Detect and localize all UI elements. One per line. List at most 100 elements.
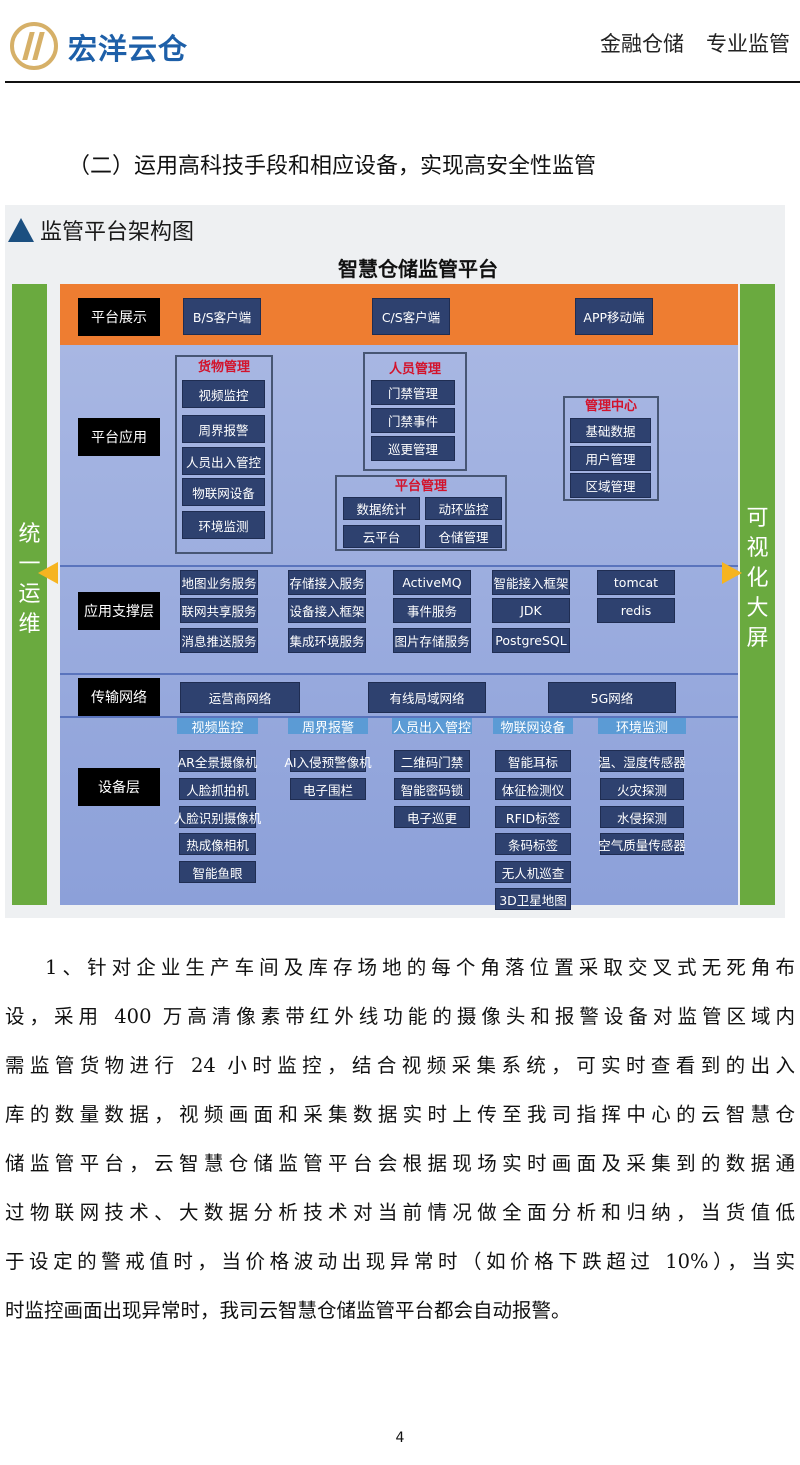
- device-category-header: 人员出入管控: [392, 718, 472, 736]
- device-category-header: 视频监控: [177, 718, 258, 736]
- app-module-box: 巡更管理: [371, 436, 455, 461]
- side-bar-char: 视: [746, 536, 769, 561]
- layer-label-app: 平台应用: [78, 418, 160, 456]
- mountain-logo-icon: [8, 218, 34, 242]
- app-module-box: 物联网设备: [182, 478, 265, 506]
- device-item-box: 电子巡更: [394, 806, 470, 828]
- left-bar-unified-ops: 统一运维: [12, 284, 47, 905]
- support-service-box: redis: [597, 598, 675, 623]
- side-bar-char: 屏: [746, 626, 769, 651]
- device-item-box: AR全景摄像机: [178, 750, 257, 772]
- device-item-box: 智能鱼眼: [179, 861, 256, 883]
- slogan-part: 金融仓储: [600, 32, 684, 56]
- device-category-header: 物联网设备: [493, 718, 573, 736]
- app-module-box: 门禁管理: [371, 380, 455, 405]
- side-bar-char: 维: [18, 612, 41, 637]
- group-title: 管理中心: [584, 399, 637, 414]
- device-item-box: 人脸抓拍机: [179, 778, 256, 800]
- layer-divider: [60, 673, 738, 675]
- support-service-box: 图片存储服务: [393, 628, 471, 653]
- support-service-box: 联网共享服务: [180, 598, 258, 623]
- body-text-line: 时监控画面出现异常时，我司云智慧仓储监管平台都会自动报警。: [5, 1299, 571, 1322]
- app-module-box: 门禁事件: [371, 408, 455, 433]
- company-logo: [10, 22, 58, 70]
- layer-label-network: 传输网络: [78, 678, 160, 716]
- support-service-box: JDK: [492, 598, 570, 623]
- slogan-part: 专业监管: [706, 32, 790, 56]
- side-bar-char: 运: [18, 582, 41, 607]
- app-module-box: 动环监控: [425, 497, 502, 520]
- body-text-line: 设，采用 400 万高清像素带红外线功能的摄像头和报警设备对监管区域内: [5, 1005, 795, 1028]
- device-item-box: RFID标签: [495, 806, 571, 828]
- device-item-box: 体征检测仪: [495, 778, 571, 800]
- platform-title: 智慧仓储监管平台: [338, 257, 498, 281]
- side-bar-char: 可: [746, 506, 769, 531]
- body-text-line: 于设定的警戒值时，当价格波动出现异常时（如价格下跌超过 10%），当实: [5, 1250, 795, 1273]
- support-service-box: 地图业务服务: [180, 570, 258, 595]
- body-text-line: 储监管平台，云智慧仓储监管平台会根据现场实时画面及采集到的数据通: [5, 1152, 795, 1175]
- support-service-box: 事件服务: [393, 598, 471, 623]
- group-title: 人员管理: [388, 362, 441, 377]
- section-heading: （二）运用高科技手段和相应设备，实现高安全性监管: [68, 154, 597, 179]
- app-module-box: 环境监测: [182, 511, 265, 539]
- device-item-box: 智能密码锁: [394, 778, 470, 800]
- device-item-box: 条码标签: [495, 833, 571, 855]
- network-box: 运营商网络: [180, 682, 300, 713]
- support-service-box: 集成环境服务: [288, 628, 366, 653]
- group-management-center: [563, 396, 659, 501]
- header-slogan: 金融仓储专业监管: [600, 28, 790, 58]
- display-client-box: C/S客户端: [372, 298, 450, 335]
- header-divider: [5, 81, 800, 83]
- app-module-box: 用户管理: [570, 446, 651, 471]
- body-text-line: 1、针对企业生产车间及库存场地的每个角落位置采取交叉式无死角布: [45, 956, 795, 979]
- app-module-box: 周界报警: [182, 415, 265, 443]
- page-number: 4: [395, 1430, 405, 1446]
- support-service-box: 设备接入框架: [288, 598, 366, 623]
- device-item-box: 无人机巡查: [495, 861, 571, 883]
- layer-label-display: 平台展示: [78, 298, 160, 336]
- app-module-box: 区域管理: [570, 473, 651, 498]
- support-service-box: 消息推送服务: [180, 628, 258, 653]
- device-item-box: 电子围栏: [290, 778, 366, 800]
- device-item-box: 空气质量传感器: [598, 833, 686, 855]
- display-client-box: B/S客户端: [183, 298, 261, 335]
- group-title: 货物管理: [197, 360, 250, 375]
- display-client-box: APP移动端: [575, 298, 653, 335]
- group-title: 平台管理: [394, 479, 447, 494]
- app-module-box: 人员出入管控: [182, 447, 265, 475]
- device-category-header: 周界报警: [288, 718, 368, 736]
- body-text-line: 需监管货物进行 24 小时监控，结合视频采集系统，可实时查看到的出入: [5, 1054, 795, 1077]
- app-module-box: 基础数据: [570, 418, 651, 443]
- support-service-box: 智能接入框架: [492, 570, 570, 595]
- device-item-box: 水侵探测: [600, 806, 684, 828]
- group-goods-management: [175, 355, 273, 554]
- device-item-box: 二维码门禁: [394, 750, 470, 772]
- group-platform-management: [335, 475, 507, 551]
- app-module-box: 视频监控: [182, 380, 265, 408]
- side-bar-char: 统: [18, 522, 41, 547]
- layer-label-device: 设备层: [78, 768, 160, 806]
- support-service-box: 存储接入服务: [288, 570, 366, 595]
- brand-name: 宏洋云仓: [68, 32, 189, 66]
- device-category-header: 环境监测: [598, 718, 686, 736]
- arrow-left-icon: [38, 562, 58, 584]
- body-text-line: 过物联网技术、大数据分析技术对当前情况做全面分析和归纳，当货值低: [5, 1201, 795, 1224]
- diagram-title: 监管平台架构图: [40, 220, 195, 245]
- side-bar-char: 一: [18, 552, 41, 577]
- layer-divider: [60, 565, 738, 567]
- network-box: 5G网络: [548, 682, 676, 713]
- group-personnel-management: [363, 352, 467, 471]
- device-item-box: 热成像相机: [179, 833, 256, 855]
- app-module-box: 仓储管理: [425, 525, 502, 548]
- support-service-box: tomcat: [597, 570, 675, 595]
- support-service-box: ActiveMQ: [393, 570, 471, 595]
- support-service-box: PostgreSQL: [492, 628, 570, 653]
- device-item-box: 3D卫星地图: [495, 888, 571, 910]
- layer-label-support: 应用支撑层: [78, 592, 160, 630]
- network-box: 有线局域网络: [368, 682, 486, 713]
- arrow-right-icon: [722, 562, 742, 584]
- device-item-box: 火灾探测: [600, 778, 684, 800]
- right-bar-visual-screen: 可视化大屏: [740, 284, 775, 905]
- side-bar-char: 大: [746, 596, 769, 621]
- device-item-box: AI入侵预警像机: [284, 750, 372, 772]
